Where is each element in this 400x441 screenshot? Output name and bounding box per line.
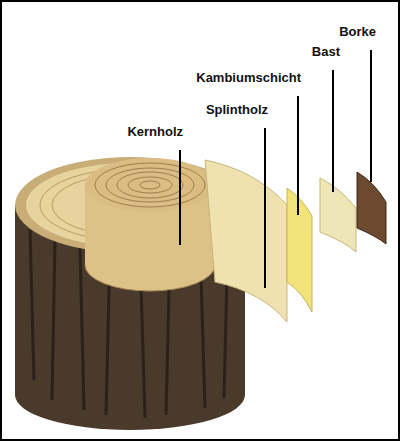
- part-label: Kernholz: [127, 124, 183, 139]
- part-label: Kambiumschicht: [196, 70, 301, 85]
- part-label: Borke: [339, 24, 376, 39]
- part-label: Splintholz: [206, 102, 268, 117]
- part-label: Bast: [312, 44, 340, 59]
